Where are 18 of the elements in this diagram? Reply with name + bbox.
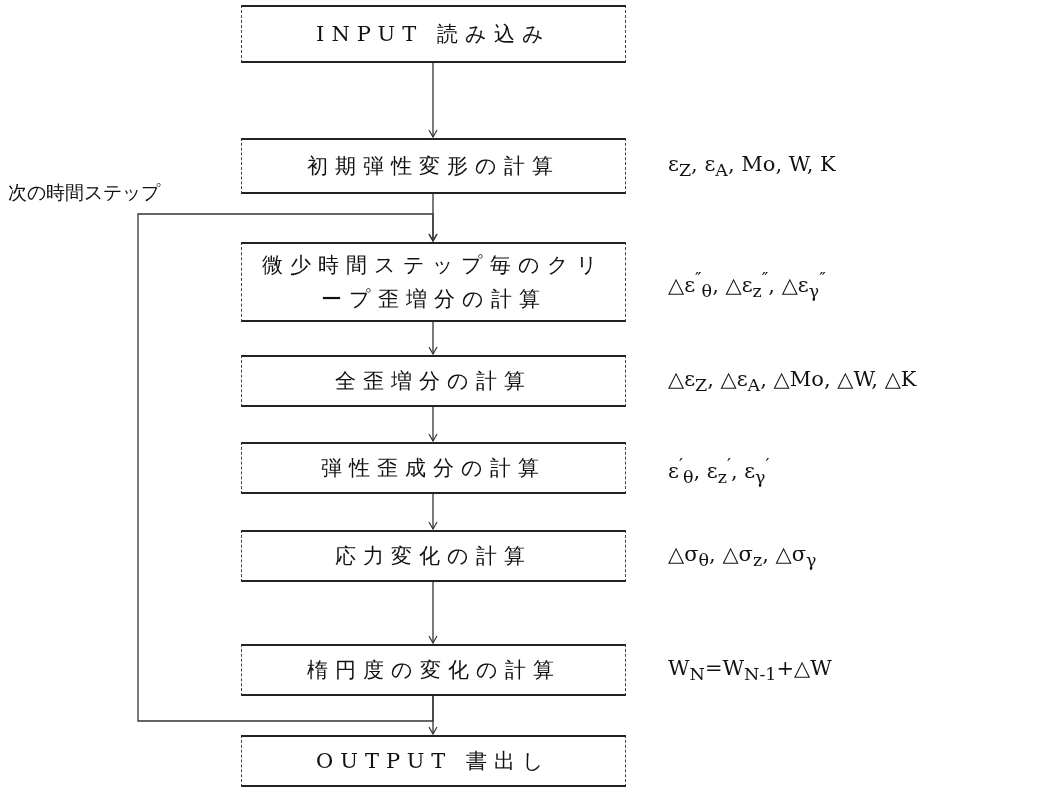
arrow <box>428 62 438 138</box>
process-box: INPUT 読み込み <box>241 5 626 63</box>
formula-text: △ε$_{Z}$, △ε$_{A}$, △Mo, △W, △K <box>668 367 917 396</box>
process-box: 微少時間ステップ毎のクリープ歪増分の計算 <box>241 242 626 322</box>
arrow <box>428 581 438 644</box>
process-box: OUTPUT 書出し <box>241 735 626 787</box>
arrow <box>137 213 438 722</box>
process-box: 応力変化の計算 <box>241 530 626 582</box>
process-box: 初期弾性変形の計算 <box>241 138 626 194</box>
arrow <box>428 493 438 530</box>
formula-text: W$_{N}$=W$_{N-1}$+△W <box>668 656 832 685</box>
arrow <box>428 406 438 442</box>
formula-text: △σ$_{θ}$, △σ$_{z}$, △σ$_{γ}$ <box>668 542 817 571</box>
process-box: 全歪増分の計算 <box>241 355 626 407</box>
process-box: 楕円度の変化の計算 <box>241 644 626 696</box>
process-box: 弾性歪成分の計算 <box>241 442 626 494</box>
arrow <box>428 321 438 355</box>
formula-text: ε$_{Z}$, ε$_{A}$, Mo, W, K <box>668 152 836 181</box>
